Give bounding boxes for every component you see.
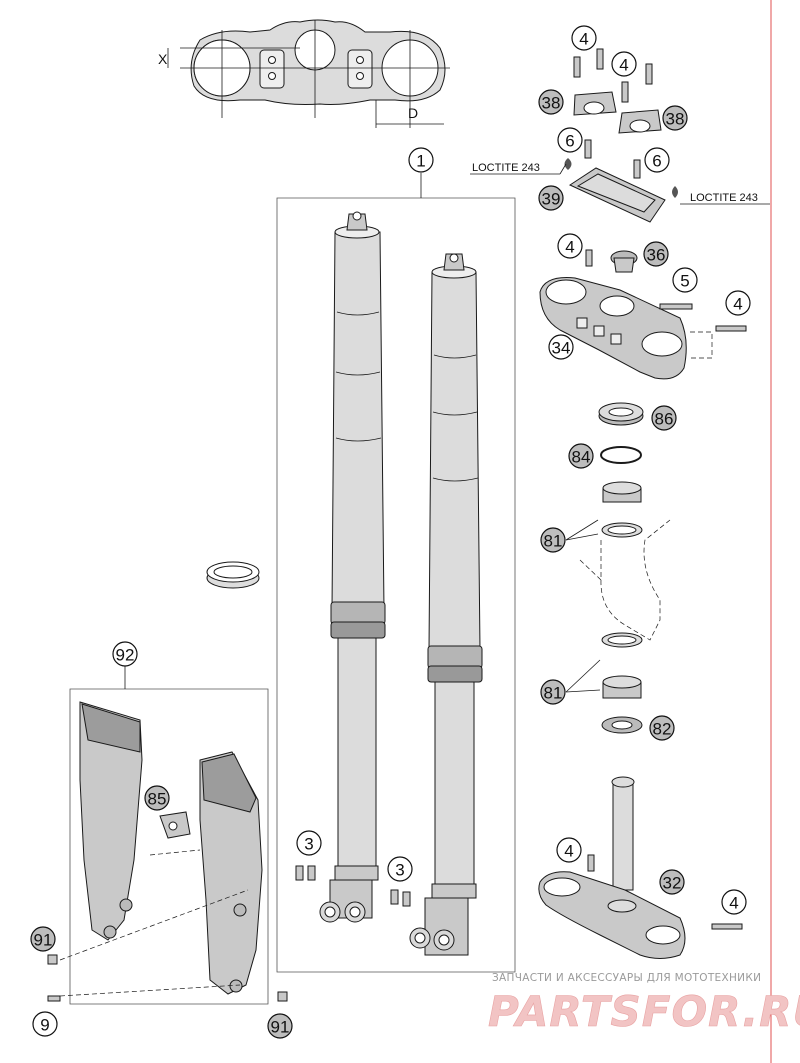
handlebar-clamp-lower [568,167,666,223]
fork-ring-part [206,561,260,589]
guard-screw-upper [47,954,58,965]
callout-number: 38 [666,110,685,129]
callout-number: 82 [653,720,672,739]
lower-bearing-race [601,632,643,648]
callout-6: 6 [557,127,583,153]
callout-6: 6 [644,147,670,173]
callout-81: 81 [540,527,566,553]
axle-clamp-bolts-right [390,889,411,907]
callout-number: 91 [34,931,53,950]
callout-4: 4 [721,889,747,915]
upper-bearing [602,481,642,503]
top-clamp-dimension-drawing [167,19,450,128]
lower-bearing [602,675,642,699]
callout-36: 36 [643,241,669,267]
callout-4: 4 [611,51,637,77]
callout-number: 38 [542,94,561,113]
callout-5: 5 [672,267,698,293]
callout-91: 91 [30,926,56,952]
callout-number: 84 [572,448,591,467]
fork-guard-right [199,751,263,995]
steering-nut [610,250,638,273]
callout-number: 6 [652,152,661,171]
callout-number: 6 [565,132,574,151]
callout-85: 85 [144,785,170,811]
callout-number: 4 [564,842,573,861]
callout-number: 1 [416,152,425,171]
clamp-bolts-loctite [564,139,678,198]
callout-number: 92 [116,646,135,665]
callout-38: 38 [538,89,564,115]
handlebar-clamp-upper-right [618,109,662,134]
callout-number: 3 [304,835,313,854]
callout-number: 81 [544,532,563,551]
callout-number: 34 [552,339,571,358]
upper-triple-clamp [539,277,687,380]
callout-81: 81 [540,679,566,705]
callout-38: 38 [662,105,688,131]
callout-number: 9 [40,1016,49,1035]
callout-number: 32 [663,874,682,893]
callout-number: 4 [579,30,588,49]
callout-92: 92 [112,641,138,667]
watermark-brand: PARTSFOR.RU [488,987,800,1036]
watermark-tagline: ЗАПЧАСТИ И АКСЕССУАРЫ ДЛЯ МОТОТЕХНИКИ [492,972,761,984]
callout-number: 4 [729,894,738,913]
callout-number: 85 [148,790,167,809]
callout-number: 4 [733,295,742,314]
dimension-x-label: X [158,51,168,67]
o-ring [600,446,642,464]
callout-number: 4 [619,56,628,75]
fork-guard-frame [69,688,269,1005]
loctite-note-right: LOCTITE 243 [690,192,758,204]
loctite-note-left: LOCTITE 243 [472,162,540,174]
callout-number: 39 [542,190,561,209]
callout-number: 86 [655,410,674,429]
callout-39: 39 [538,185,564,211]
guard-screw-lower [47,995,61,1002]
callout-number: 91 [271,1018,290,1037]
dust-seal [598,402,644,426]
dimension-d-label: D [408,105,418,121]
brake-line-clamp [159,811,191,839]
callout-34: 34 [548,334,574,360]
callout-32: 32 [659,869,685,895]
callout-4: 4 [725,290,751,316]
fork-leg-left [319,211,386,923]
upper-bearing-race [601,522,643,538]
fork-leg-right [409,253,483,956]
callout-number: 36 [647,246,666,265]
clamp-bolts-upper [585,249,747,332]
callout-4: 4 [556,837,582,863]
callout-86: 86 [651,405,677,431]
callout-9: 9 [32,1011,58,1037]
fork-assembly-frame [276,197,516,973]
fork-guard-left [79,701,143,941]
callout-number: 81 [544,684,563,703]
axle-clamp-bolts-left [295,865,316,881]
callout-82: 82 [649,715,675,741]
handlebar-clamp-upper-left [573,91,617,116]
callout-number: 3 [395,861,404,880]
callout-number: 4 [565,238,574,257]
lower-seal [601,716,643,734]
callout-4: 4 [557,233,583,259]
callout-number: 5 [680,272,689,291]
callout-84: 84 [568,443,594,469]
handlebar-bolts [573,48,653,103]
callout-3: 3 [296,830,322,856]
callout-91: 91 [267,1013,293,1039]
lower-triple-clamp [538,776,743,959]
guard-screw-right [277,991,288,1002]
callout-1: 1 [408,147,434,173]
callout-3: 3 [387,856,413,882]
callout-4: 4 [571,25,597,51]
